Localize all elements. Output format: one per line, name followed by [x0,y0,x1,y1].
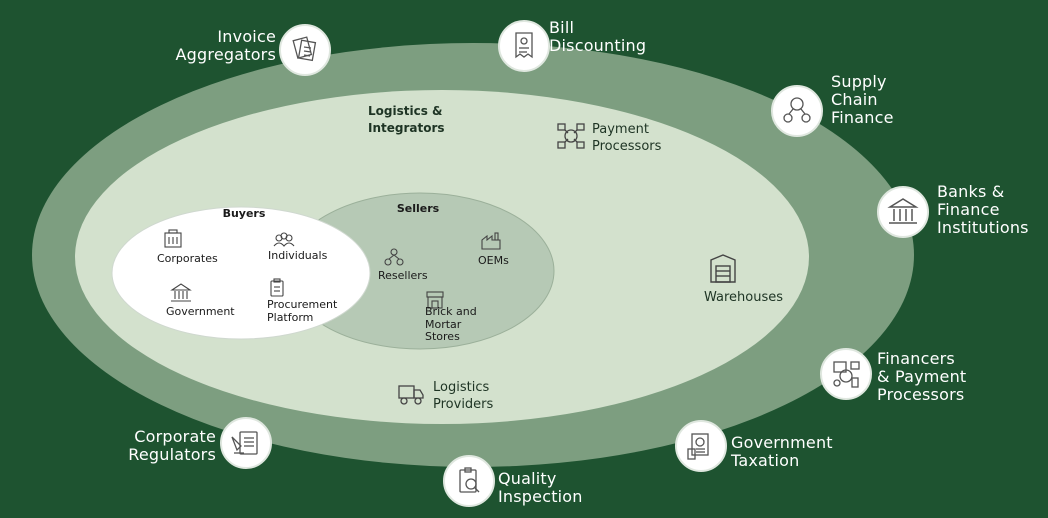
people-icon [273,232,295,247]
warehouse-icon [710,254,736,283]
store-icon [426,291,444,309]
invoice-aggregators-label: Invoice Aggregators [175,27,276,64]
government-label: Government [166,305,235,318]
sellers-title: Sellers [396,202,440,215]
quality-inspection-label: Quality Inspection [498,469,583,506]
factory-icon [481,232,501,250]
truck-icon [398,385,424,405]
corporate-regulators-label: Corporate Regulators [128,427,216,464]
buyers-title: Buyers [222,207,266,220]
government-building-icon [170,283,192,302]
supply-chain-finance-label: Supply Chain Finance [831,72,894,127]
regulators-icon [220,417,272,469]
brick-mortar-label: Brick and Mortar Stores [425,305,477,343]
quality-icon [443,455,495,507]
resellers-label: Resellers [378,269,428,282]
invoice-icon [279,24,331,76]
oems-label: OEMs [478,254,509,267]
bill-icon [498,20,550,72]
government-taxation-label: Government Taxation [731,433,833,470]
financers-icon [820,348,872,400]
payment-processor-icon [557,123,585,149]
bill-discounting-label: Bill Discounting [549,18,647,55]
logistics-providers-label: Logistics Providers [433,380,494,412]
individuals-label: Individuals [268,249,328,262]
taxation-icon [675,420,727,472]
bank-icon [877,186,929,238]
resellers-icon [384,248,404,266]
logistics-integrators-label: Logistics & Integrators [368,104,445,135]
corporate-building-icon [164,229,182,248]
banks-finance-label: Banks & Finance Institutions [937,182,1029,237]
procurement-platform-label: Procurement Platform [267,298,338,324]
supply-chain-icon [771,85,823,137]
financers-payment-label: Financers & Payment Processors [877,349,967,404]
corporates-label: Corporates [157,252,218,265]
warehouses-label: Warehouses [704,290,784,305]
payment-processors-label: Payment Processors [592,122,662,154]
procurement-icon [270,278,284,297]
